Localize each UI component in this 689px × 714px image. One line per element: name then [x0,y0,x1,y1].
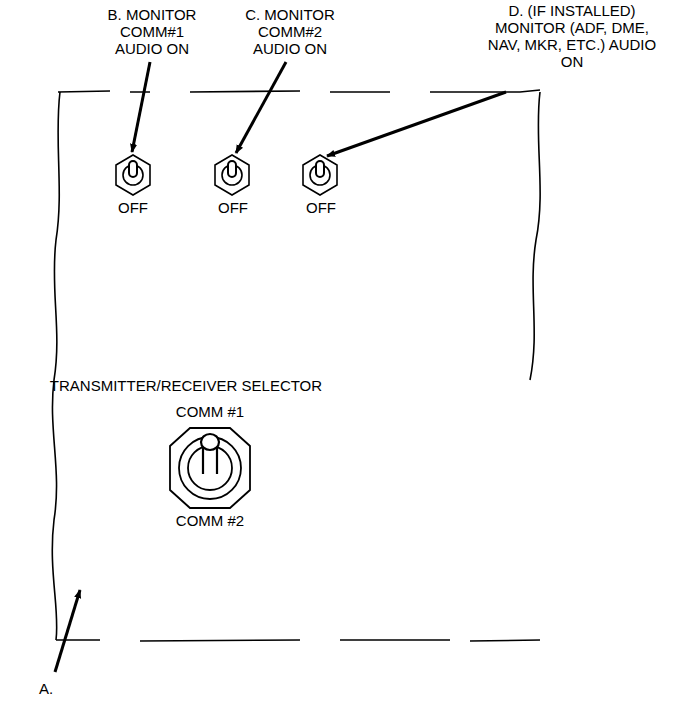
callout-label: D. (IF INSTALLED) MONITOR (ADF, DME, NAV… [481,2,663,70]
selector-title: TRANSMITTER/RECEIVER SELECTOR [50,377,322,394]
position-label: OFF [218,199,248,216]
position-label: OFF [306,199,336,216]
callout-letter: A. [39,680,53,697]
panel-outline [52,90,540,641]
position-label: COMM #2 [176,512,244,529]
leader-arrows [55,62,506,672]
callout-label: B. MONITOR COMM#1 AUDIO ON [96,6,208,57]
callout-label: C. MONITOR COMM#2 AUDIO ON [234,6,346,57]
position-label: COMM #1 [176,403,244,420]
position-label: OFF [118,199,148,216]
monitor-toggle-switches [116,155,337,195]
selector-toggle-switch [170,428,250,508]
